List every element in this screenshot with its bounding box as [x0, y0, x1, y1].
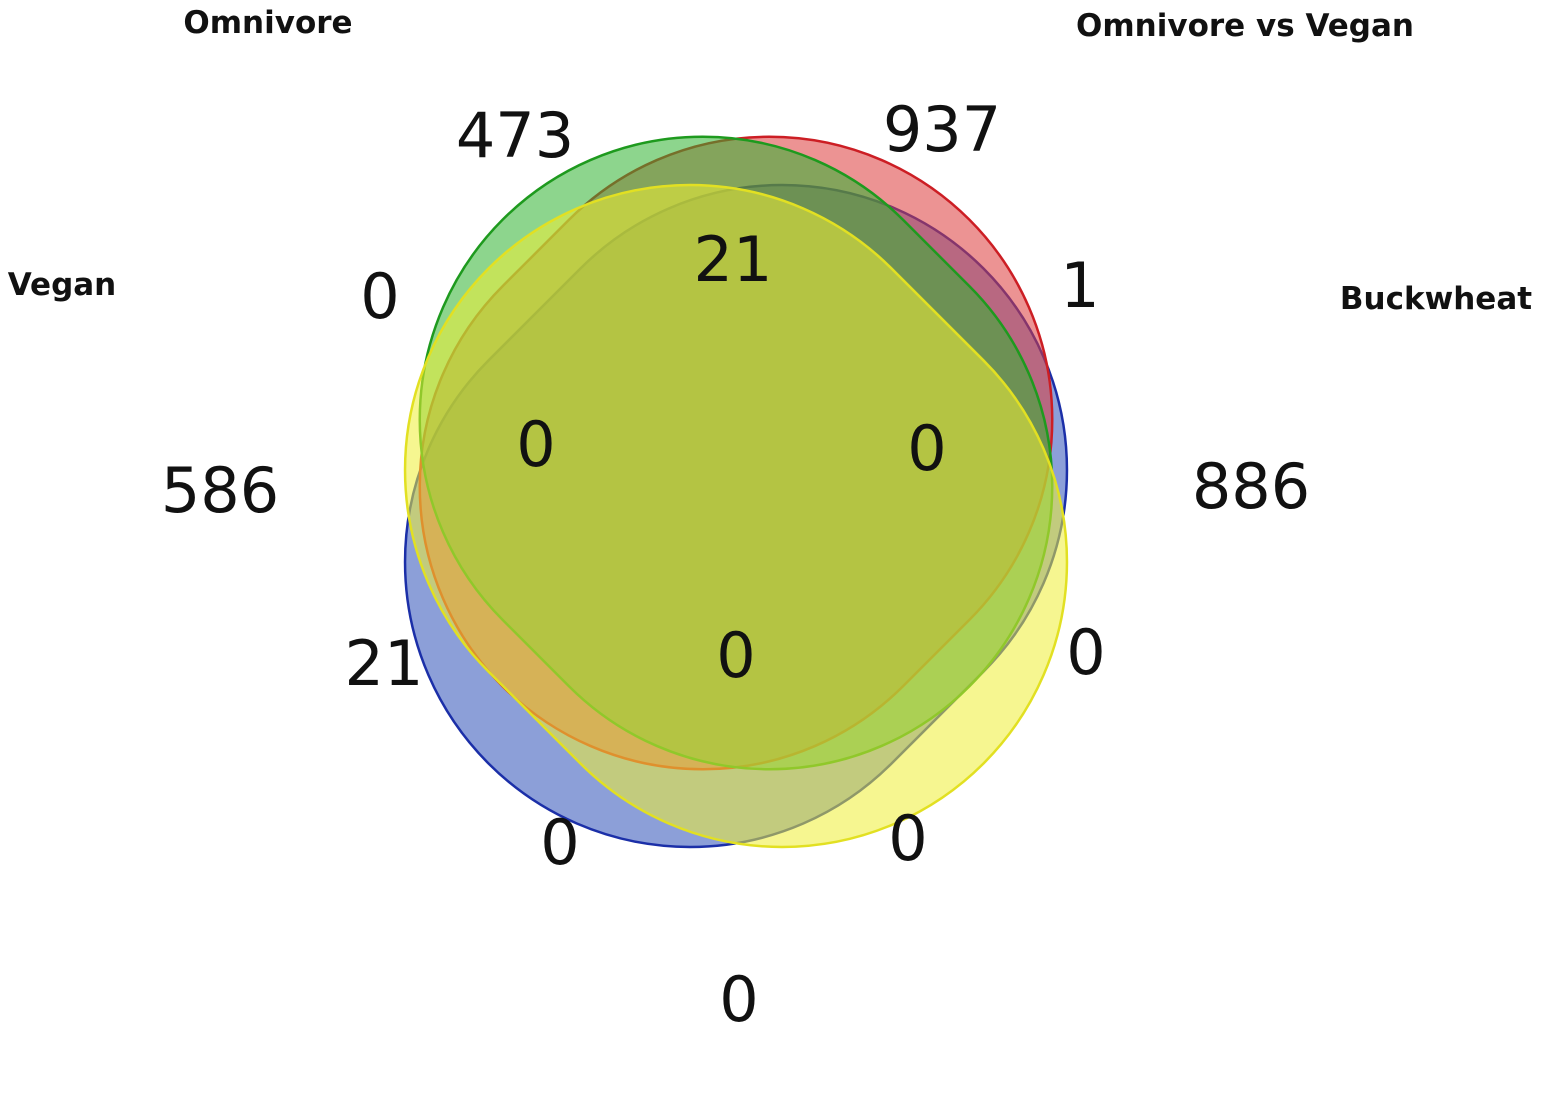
count-omni-vs-vegan-and-buckwheat: 1: [1060, 249, 1099, 322]
set-shapes: [403, 135, 1069, 849]
count-omnivore-and-buckwheat: 0: [1066, 616, 1105, 689]
count-buckwheat-only: 886: [1192, 450, 1310, 523]
count-vegan-omni-vs-vegan-buckwheat: 0: [540, 806, 579, 879]
set-label-vegan: Vegan: [8, 267, 117, 303]
count-omnivore-omni-vs-vegan-buckwheat: 0: [907, 412, 946, 485]
count-omnivore-only: 473: [456, 99, 574, 172]
set-label-buckwheat: Buckwheat: [1340, 281, 1532, 317]
count-vegan-and-buckwheat: 0: [719, 963, 758, 1036]
set-label-omnivore: Omnivore: [183, 5, 352, 41]
count-all-four: 0: [716, 619, 755, 692]
count-vegan-omnivore-buckwheat: 0: [888, 802, 927, 875]
count-vegan-and-omni-vs-vegan: 21: [345, 627, 424, 700]
set-shape-buckwheat: [403, 183, 1069, 849]
count-omni-vs-vegan-only: 937: [883, 93, 1001, 166]
count-vegan-omnivore-omni-vs-vegan: 0: [516, 408, 555, 481]
count-vegan-only: 586: [161, 454, 279, 527]
count-vegan-and-omnivore: 0: [360, 260, 399, 333]
count-omnivore-and-omni-vs-vegan: 21: [694, 223, 773, 296]
set-label-omnivore-vs-vegan: Omnivore vs Vegan: [1076, 8, 1414, 44]
